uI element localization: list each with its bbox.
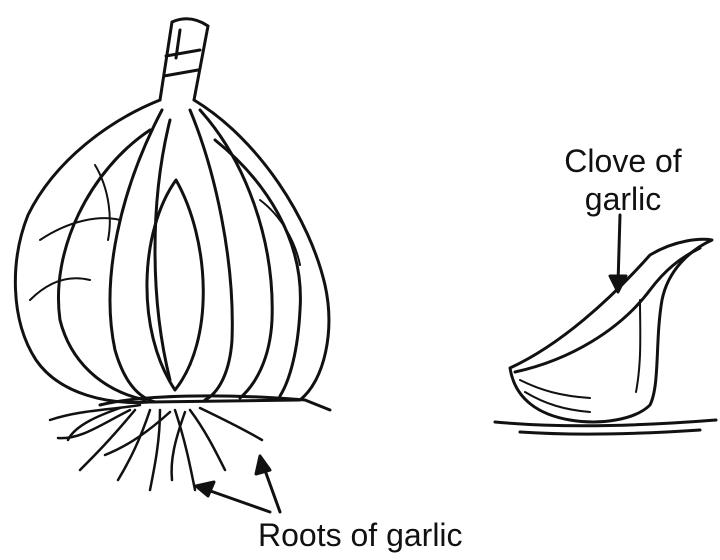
clove-label: Clove of garlic: [548, 142, 698, 218]
bulb-clove-right-inner: [190, 110, 232, 400]
clove-shading: [520, 300, 640, 412]
clove-outline: [510, 239, 712, 422]
roots-arrow-right-head: [256, 456, 270, 474]
garlic-bulb: [15, 19, 330, 410]
clove-arrow-head: [610, 276, 626, 292]
clove-label-line1: Clove of: [548, 142, 698, 180]
garlic-roots: [50, 405, 262, 490]
garlic-stem: [160, 19, 208, 100]
clove-label-line2: garlic: [548, 180, 698, 218]
clove-arrow: [618, 215, 620, 284]
bulb-clove-right: [200, 110, 272, 398]
clove-inner-line: [515, 248, 700, 372]
roots-arrow-left-head: [196, 482, 214, 496]
bulb-clove-left-inner: [155, 120, 170, 380]
roots-arrows: [196, 456, 280, 512]
garlic-clove: [495, 239, 716, 434]
roots-label: Roots of garlic: [258, 516, 463, 554]
bulb-outline: [15, 100, 328, 403]
roots-arrow-left: [202, 488, 270, 512]
